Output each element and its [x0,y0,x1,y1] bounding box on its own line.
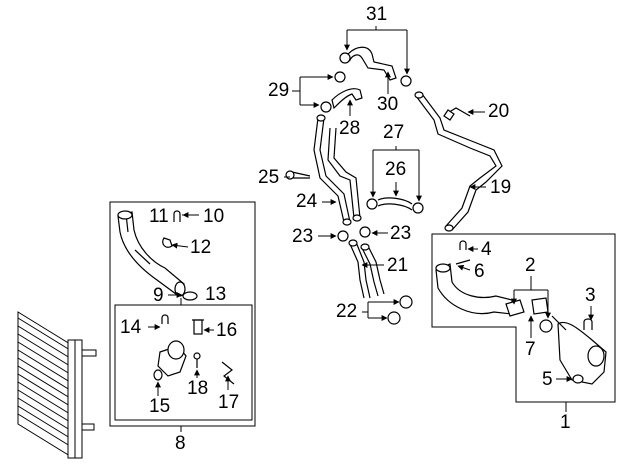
callout-23-left: 23 [292,226,314,247]
callout-23-right: 23 [390,223,412,244]
hose-26-with-clamps [366,197,424,214]
callout-24: 24 [296,191,318,212]
callout-25: 25 [258,167,280,188]
callout-30: 30 [377,94,399,115]
callout-11: 11 [149,206,169,227]
thermostat-housing [505,297,607,385]
callout-1: 1 [560,412,571,433]
radiator-illustration [17,311,97,459]
upper-radiator-hose [117,210,186,297]
callout-17: 17 [218,392,240,413]
small-hoses-upper [320,46,412,113]
callout-21: 21 [387,255,409,276]
pipe-21-and-clamps [337,226,413,325]
callout-7: 7 [525,339,536,360]
group-box-1 [431,233,616,412]
callout-16: 16 [216,320,238,341]
callout-18: 18 [187,378,209,399]
callout-22: 22 [336,301,358,322]
box8-small-parts [153,210,235,385]
leader-lines [148,26,594,396]
callout-6: 6 [474,261,485,282]
coolant-pipes [285,114,362,226]
callout-3: 3 [585,285,596,306]
callout-29: 29 [268,80,290,101]
callout-20: 20 [488,101,510,122]
callout-26: 26 [385,159,407,180]
group-box-8 [109,201,256,432]
callout-13: 13 [205,284,227,305]
callout-15: 15 [149,396,171,417]
callout-8: 8 [175,433,186,454]
callout-9: 9 [153,285,164,306]
callout-19: 19 [490,177,512,198]
pipe-19 [414,91,503,232]
callout-31: 31 [366,4,388,25]
callout-28: 28 [339,118,361,139]
callout-27: 27 [383,122,405,143]
callout-12: 12 [190,237,212,258]
callout-14: 14 [120,317,142,338]
callout-10: 10 [203,206,225,227]
bolt-20 [443,107,471,121]
callout-5: 5 [542,369,553,390]
callout-2: 2 [525,255,536,276]
callout-4: 4 [481,239,492,260]
